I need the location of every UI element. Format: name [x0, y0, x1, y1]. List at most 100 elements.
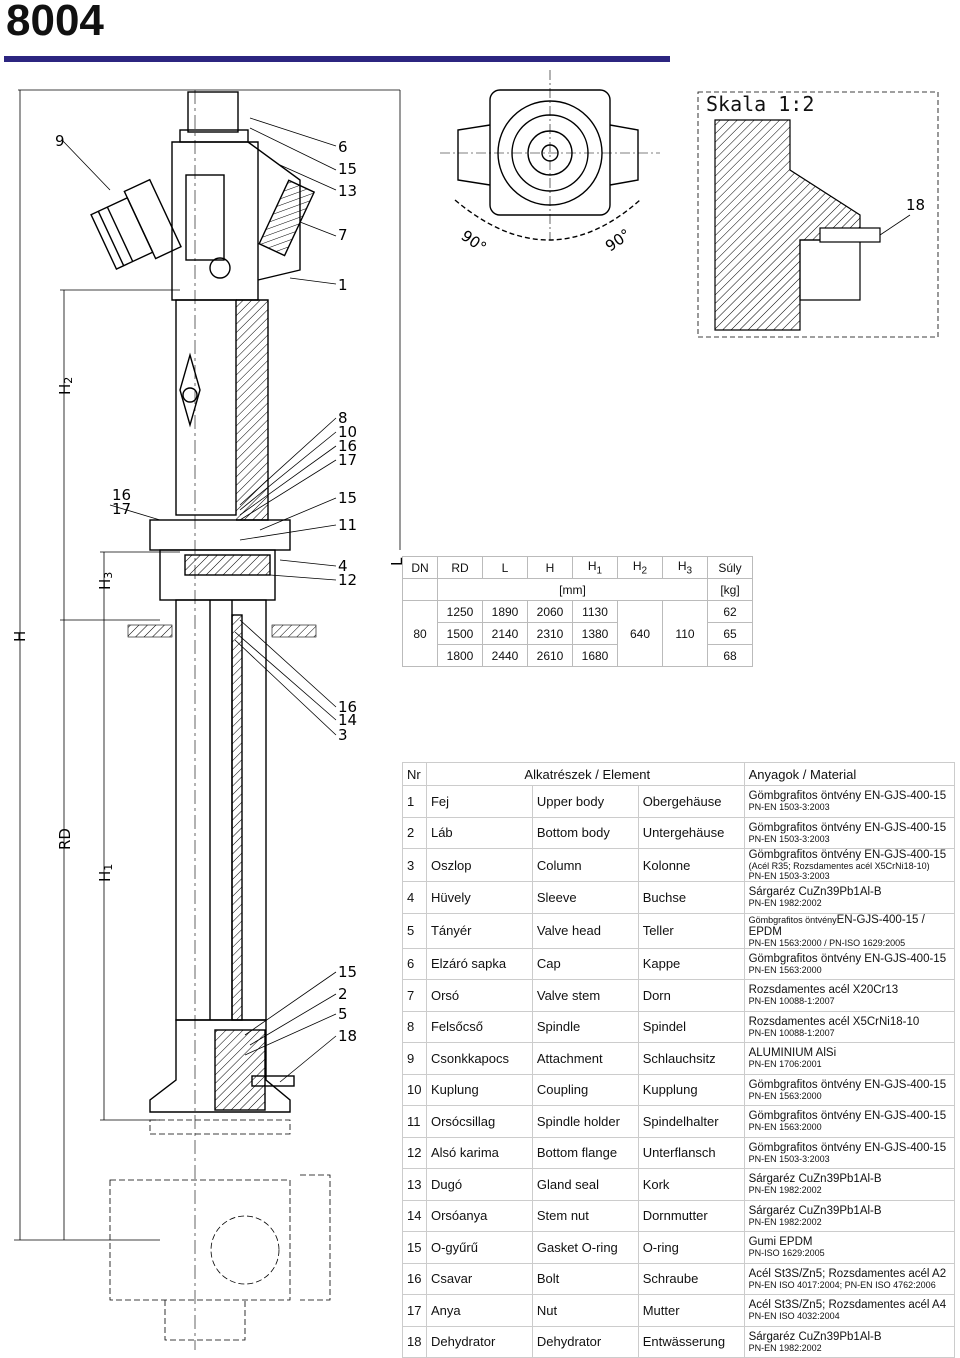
part-name-hu: Orsóanya — [425, 1199, 533, 1232]
leader-lines — [61, 117, 337, 1083]
parts-row: 6 Elzáró sapka Cap Kappe Gömbgrafitos ön… — [402, 947, 956, 980]
material-standard: PN-ISO 1629:2005 — [748, 1248, 825, 1259]
svg-text:3: 3 — [338, 726, 348, 744]
svg-text:4: 4 — [338, 557, 348, 575]
part-name-en: Gasket O-ring — [531, 1231, 639, 1264]
dim-rd: RD — [56, 828, 74, 850]
part-name-de: Kupplung — [637, 1073, 745, 1106]
material-name: Gömbgrafitos öntvény EN-GJS-400-15 — [748, 790, 947, 803]
parts-row: 18 Dehydrator Dehydrator Entwässerung Sá… — [402, 1325, 956, 1358]
material-standard: PN-EN 10088-1:2007 — [748, 1027, 835, 1038]
material-name: Rozsdamentes acél X5CrNi18-10 — [748, 1015, 920, 1028]
svg-text:16: 16 — [112, 486, 131, 504]
part-name-hu: Hüvely — [425, 881, 533, 914]
material-standard: PN-EN 1563:2000 — [748, 1090, 822, 1101]
material-name: ALUMINIUM AlSi — [748, 1047, 837, 1060]
part-name-en: Nut — [531, 1294, 639, 1327]
material-name: Gömbgrafitos öntvény EN-GJS-400-15 — [748, 1110, 947, 1123]
part-name-de: Dornmutter — [637, 1199, 745, 1232]
part-name-en: Dehydrator — [531, 1325, 639, 1358]
part-name-de: Kappe — [637, 947, 745, 980]
parts-row: 16 Csavar Bolt Schraube Acél St3S/Zn5; R… — [402, 1262, 956, 1295]
material-standard: PN-EN 1503-3:2003 — [748, 1153, 830, 1164]
part-name-hu: Dugó — [425, 1168, 533, 1201]
part-nr: 10 — [402, 1073, 427, 1106]
part-name-en: Stem nut — [531, 1199, 639, 1232]
part-name-en: Coupling — [531, 1073, 639, 1106]
material-standard: PN-EN 1982:2002 — [748, 1216, 822, 1227]
part-name-en: Valve head — [531, 912, 639, 949]
part-name-en: Cap — [531, 947, 639, 980]
parts-row: 3 Oszlop Column Kolonne Gömbgrafitos önt… — [402, 848, 956, 882]
part-name-en: Valve stem — [531, 979, 639, 1012]
part-name-de: Schlauchsitz — [637, 1042, 745, 1075]
parts-row: 7 Orsó Valve stem Dorn Rozsdamentes acél… — [402, 979, 956, 1012]
svg-text:13: 13 — [338, 182, 357, 200]
svg-text:18: 18 — [338, 1027, 357, 1045]
svg-text:9: 9 — [55, 132, 65, 150]
dim-header-row: DN RD L H H1 H2 H3 Súly — [402, 556, 753, 579]
svg-text:16: 16 — [338, 437, 357, 455]
svg-text:15: 15 — [338, 963, 357, 981]
part-name-de: Entwässerung — [637, 1325, 745, 1358]
material-alt: (Acél R35; Rozsdamentes acél X5CrNi18-10… — [748, 861, 930, 871]
part-name-de: Untergehäuse — [637, 816, 745, 849]
parts-row: 5 Tányér Valve head Teller Gömbgrafitos … — [402, 912, 956, 949]
part-name-en: Bottom flange — [531, 1136, 639, 1169]
drawing-number: 8004 — [6, 0, 104, 45]
material-name: Rozsdamentes acél X20Cr13 — [748, 984, 899, 997]
part-name-hu: Oszlop — [425, 848, 533, 882]
part-nr: 12 — [402, 1136, 427, 1169]
part-name-en: Gland seal — [531, 1168, 639, 1201]
part-name-de: Kork — [637, 1168, 745, 1201]
svg-text:2: 2 — [338, 985, 348, 1003]
svg-text:12: 12 — [338, 571, 357, 589]
part-nr: 13 — [402, 1168, 427, 1201]
svg-text:15: 15 — [338, 160, 357, 178]
dimension-lines — [14, 90, 180, 1241]
svg-text:11: 11 — [338, 516, 357, 534]
material-standard: PN-EN 1503-3:2003 — [748, 802, 830, 813]
part-nr: 18 — [402, 1325, 427, 1358]
dim-h3: H3 — [96, 572, 115, 590]
svg-text:5: 5 — [338, 1005, 348, 1023]
material-standard: PN-EN 1706:2001 — [748, 1059, 822, 1070]
material-standard: PN-EN 1503-3:2003 — [748, 833, 830, 844]
material-standard: PN-EN ISO 4017:2004; PN-EN ISO 4762:2006 — [748, 1279, 936, 1290]
part-name-hu: Tányér — [425, 912, 533, 949]
parts-row: 2 Láb Bottom body Untergehäuse Gömbgrafi… — [402, 816, 956, 849]
parts-row: 10 Kuplung Coupling Kupplung Gömbgrafito… — [402, 1073, 956, 1106]
material-name: Gömbgrafitos öntvény EN-GJS-400-15 — [748, 821, 947, 834]
part-name-de: Spindel — [637, 1010, 745, 1043]
part-name-de: Schraube — [637, 1262, 745, 1295]
svg-text:7: 7 — [338, 226, 348, 244]
part-name-de: Unterflansch — [637, 1136, 745, 1169]
part-nr: 17 — [402, 1294, 427, 1327]
part-nr: 8 — [402, 1010, 427, 1043]
dim-row: 80 1250 1890 2060 1130 640 110 62 — [402, 600, 753, 667]
part-name-de: Spindelhalter — [637, 1105, 745, 1138]
part-name-de: Kolonne — [637, 848, 745, 882]
part-nr: 2 — [402, 816, 427, 849]
part-nr: 6 — [402, 947, 427, 980]
part-name-hu: Orsó — [425, 979, 533, 1012]
part-name-hu: Anya — [425, 1294, 533, 1327]
part-nr: 1 — [402, 785, 427, 818]
detail-view — [697, 91, 939, 338]
material-name: Gömbgrafitos öntvény EN-GJS-400-15 — [748, 1078, 947, 1091]
material-name: Acél St3S/Zn5; Rozsdamentes acél A4 — [748, 1299, 947, 1312]
material-name: Sárgaréz CuZn39Pb1Al-B — [748, 1330, 882, 1343]
material-standard: PN-EN 1982:2002 — [748, 1185, 822, 1196]
material-standard: PN-EN 10088-1:2007 — [748, 996, 835, 1007]
underground-pipe — [109, 1119, 331, 1341]
material-standard: PN-EN ISO 4032:2004 — [748, 1311, 840, 1322]
